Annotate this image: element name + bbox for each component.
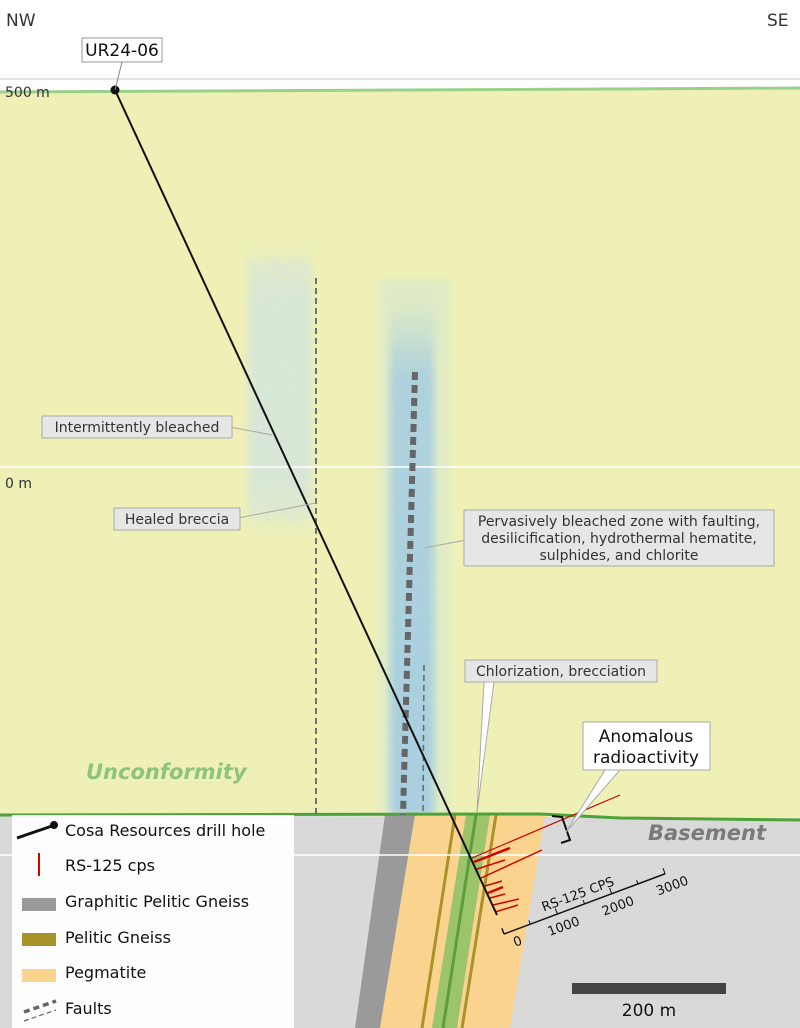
callout-anomalous-radioactivity: Anomalous radioactivity xyxy=(565,721,711,833)
dashed-line-icon xyxy=(23,999,57,1014)
drill-hole-label: UR24-06 xyxy=(85,41,159,61)
svg-text:Pegmatite: Pegmatite xyxy=(65,963,146,982)
svg-text:desilicification, hydrothermal: desilicification, hydrothermal hematite, xyxy=(481,531,757,547)
svg-text:radioactivity: radioactivity xyxy=(593,748,699,768)
svg-text:Intermittently bleached: Intermittently bleached xyxy=(55,420,220,436)
drill-hole-icon xyxy=(16,824,53,840)
direction-nw: NW xyxy=(6,11,36,31)
svg-text:Chlorization, brecciation: Chlorization, brecciation xyxy=(476,664,646,680)
direction-se: SE xyxy=(767,11,789,31)
swatch-icon xyxy=(22,933,56,946)
legend-item-pelitic: Pelitic Gneiss xyxy=(22,928,171,947)
callout-intermittently-bleached: Intermittently bleached xyxy=(41,415,273,439)
legend-item-drill-hole: Cosa Resources drill hole xyxy=(16,821,265,840)
fault-line xyxy=(400,371,418,816)
svg-text:Pervasively bleached zone with: Pervasively bleached zone with faulting, xyxy=(478,514,760,530)
svg-text:Cosa Resources drill hole: Cosa Resources drill hole xyxy=(65,821,265,840)
rs125-cps-bars xyxy=(471,794,621,913)
svg-text:Anomalous: Anomalous xyxy=(599,727,694,747)
svg-text:RS-125 cps: RS-125 cps xyxy=(65,856,155,875)
unconformity-label: Unconformity xyxy=(86,760,248,784)
callout-healed-breccia: Healed breccia xyxy=(113,502,317,531)
elevation-0m: 0 m xyxy=(5,476,32,492)
graphitic-pelitic-gneiss xyxy=(355,815,415,1028)
legend-item-pegmatite: Pegmatite xyxy=(22,963,146,982)
swatch-icon xyxy=(22,969,56,982)
svg-text:sulphides, and chlorite: sulphides, and chlorite xyxy=(540,548,699,564)
elevation-500m: 500 m xyxy=(5,85,50,101)
svg-text:Graphitic Pelitic Gneiss: Graphitic Pelitic Gneiss xyxy=(65,892,249,911)
topography-line xyxy=(0,86,800,94)
chlorite-line xyxy=(441,814,478,1028)
scale-bar-label: 200 m xyxy=(622,1001,676,1021)
callout-chlorization: Chlorization, brecciation xyxy=(464,659,658,813)
svg-text:Faults: Faults xyxy=(65,999,112,1018)
callout-leader xyxy=(114,61,123,91)
callout-pervasively-bleached: Pervasively bleached zone with faulting,… xyxy=(423,509,775,567)
legend-item-faults: Faults xyxy=(23,999,112,1022)
basement-label: Basement xyxy=(648,821,767,845)
fault-line xyxy=(422,664,425,813)
anomaly-bracket xyxy=(551,815,572,844)
drill-hole-trace[interactable] xyxy=(114,89,498,916)
legend: Cosa Resources drill hole RS-125 cps Gra… xyxy=(12,815,294,1028)
legend-item-graphitic: Graphitic Pelitic Gneiss xyxy=(22,892,249,911)
pelitic-gneiss-layer xyxy=(420,814,457,1028)
scale-bar xyxy=(572,983,726,994)
legend-item-rs125: RS-125 cps xyxy=(38,853,155,876)
intermittently-bleached-zone xyxy=(248,240,312,540)
svg-text:Pelitic Gneiss: Pelitic Gneiss xyxy=(65,928,171,947)
swatch-icon xyxy=(22,898,56,911)
svg-text:Healed breccia: Healed breccia xyxy=(125,512,229,528)
